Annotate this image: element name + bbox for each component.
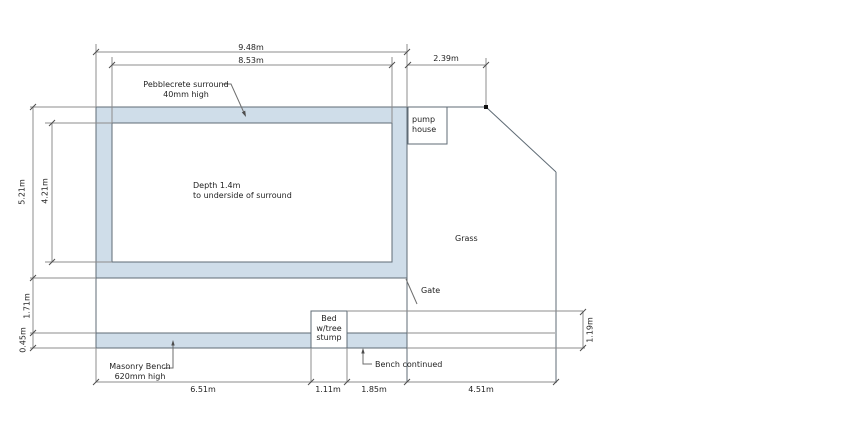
extension-lines <box>30 44 487 382</box>
pump-house-label: pump house <box>412 115 437 134</box>
dimension-ticks <box>29 48 587 386</box>
bed-label: Bed w/tree stump <box>316 314 342 342</box>
dim-bottom-right-gap: 4.51m <box>468 385 494 394</box>
gate-leader <box>405 278 418 305</box>
pool-inner <box>111 122 393 263</box>
dim-top-total: 9.48m <box>238 43 264 52</box>
dim-top-pool: 8.53m <box>238 56 264 65</box>
dim-left-pool: 4.21m <box>40 178 50 204</box>
gate-label: Gate <box>421 286 441 295</box>
bench-continued-label: Bench continued <box>375 360 443 369</box>
dim-bottom-bench-left: 6.51m <box>190 385 216 394</box>
depth-label: Depth 1.4m to underside of surround <box>193 181 292 200</box>
masonry-bench-label: Masonry Bench 620mm high <box>109 362 171 381</box>
pebblecrete-label: Pebblecrete surround 40mm high <box>143 80 229 99</box>
dim-bottom-bed: 1.11m <box>315 385 341 394</box>
leader-lines <box>164 83 418 369</box>
grass-label: Grass <box>455 234 478 243</box>
masonry-bench-leader <box>164 342 174 369</box>
dim-left-path-gap: 1.71m <box>22 293 32 319</box>
fence-corner-dot <box>484 105 488 109</box>
pump-house-box <box>407 106 448 145</box>
pebblecrete-leader <box>222 83 246 116</box>
dim-right-bed-depth: 1.19m <box>585 317 595 343</box>
dim-top-right: 2.39m <box>433 54 459 63</box>
dimension-lines <box>32 51 584 383</box>
pebblecrete-arrowhead <box>241 110 246 117</box>
bench-continued-arrowhead <box>361 348 365 354</box>
bed-box <box>310 310 348 349</box>
dim-bottom-bench-right: 1.85m <box>361 385 387 394</box>
dim-left-surround: 5.21m <box>17 179 27 205</box>
masonry-bench-arrowhead <box>171 340 175 346</box>
fence-diagonal <box>485 106 557 173</box>
bench-continued-leader <box>362 350 372 365</box>
masonry-bench <box>95 332 408 349</box>
construction-lines <box>347 310 585 349</box>
dim-left-bench-depth: 0.45m <box>18 327 28 353</box>
